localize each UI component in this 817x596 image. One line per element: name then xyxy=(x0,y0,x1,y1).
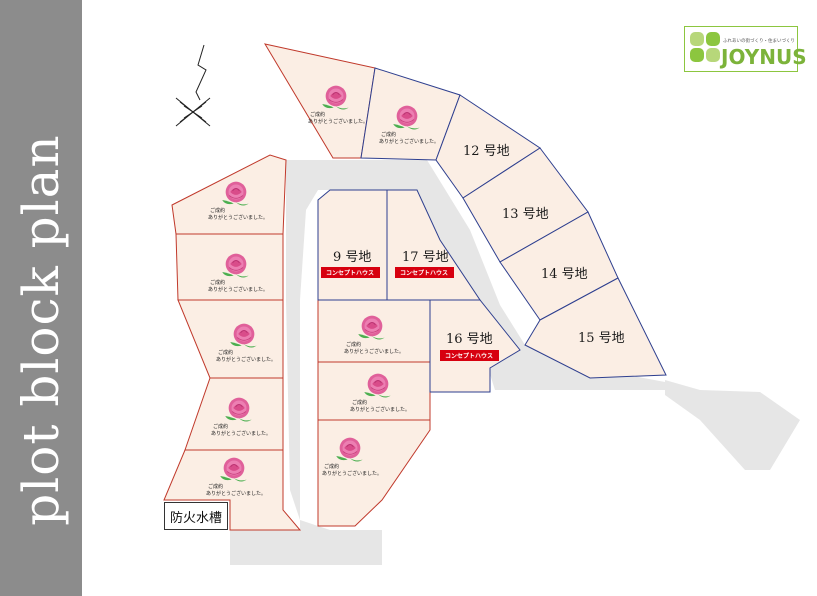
lot-sold xyxy=(163,449,302,531)
sold-message-line1: ご成約 xyxy=(310,111,325,118)
svg-text:コンセプトハウス: コンセプトハウス xyxy=(326,269,374,277)
sold-message-line2: ありがとうございました。 xyxy=(379,138,439,145)
lot-15-label: 15 号地 xyxy=(578,331,625,346)
sold-message-line2: ありがとうございました。 xyxy=(211,430,271,437)
lot-15 xyxy=(524,277,667,379)
sold-message-line1: ご成約 xyxy=(210,279,225,286)
sold-message-line2: ありがとうございました。 xyxy=(322,470,382,477)
available-lots xyxy=(317,67,667,393)
sold-lots xyxy=(163,43,431,531)
lot-16 xyxy=(429,299,521,393)
clover-logo-icon xyxy=(690,32,720,62)
sold-message-line2: ありがとうございました。 xyxy=(216,356,276,363)
logo-tagline: ふれあいの街づくり・住まいづくり xyxy=(723,39,795,44)
sold-message-line1: ご成約 xyxy=(210,207,225,214)
concept-badge: コンセプトハウス xyxy=(440,350,499,361)
sold-message-line1: ご成約 xyxy=(213,423,228,430)
lot-9-label: 9 号地 xyxy=(333,250,371,265)
lot-sold xyxy=(263,43,376,159)
logo-wordmark: JOYNUS xyxy=(721,45,807,69)
sold-message-line1: ご成約 xyxy=(346,341,361,348)
sold-message-line2: ありがとうございました。 xyxy=(208,214,268,221)
sold-message-line1: ご成約 xyxy=(324,463,339,470)
fire-water-tank-label: 防火水槽 xyxy=(164,502,228,530)
lot-9 xyxy=(317,189,388,301)
lot-sold xyxy=(177,299,284,379)
concept-badge: コンセプトハウス xyxy=(395,267,454,278)
lot-16-label: 16 号地 xyxy=(446,332,493,347)
lot-13-label: 13 号地 xyxy=(502,207,549,222)
road xyxy=(230,160,800,565)
lot-14-label: 14 号地 xyxy=(541,267,588,282)
sold-message-line2: ありがとうございました。 xyxy=(206,490,266,497)
svg-text:コンセプトハウス: コンセプトハウス xyxy=(400,269,448,277)
north-arrow-icon xyxy=(175,44,211,127)
svg-text:コンセプトハウス: コンセプトハウス xyxy=(445,352,493,360)
lot-12-label: 12 号地 xyxy=(463,144,510,159)
side-band: plot block plan xyxy=(0,0,82,596)
sold-message-line1: ご成約 xyxy=(218,349,233,356)
sold-message-line1: ご成約 xyxy=(381,131,396,138)
concept-badge: コンセプトハウス xyxy=(321,267,380,278)
lot-17-label: 17 号地 xyxy=(402,250,449,265)
sold-message-line2: ありがとうございました。 xyxy=(208,286,268,293)
sold-message-line2: ありがとうございました。 xyxy=(308,118,368,125)
sold-message-line1: ご成約 xyxy=(352,399,367,406)
sold-message-line1: ご成約 xyxy=(208,483,223,490)
sold-message-line2: ありがとうございました。 xyxy=(350,406,410,413)
sold-message-line2: ありがとうございました。 xyxy=(344,348,404,355)
joynus-logo: ふれあいの街づくり・住まいづくり JOYNUS xyxy=(684,26,807,72)
